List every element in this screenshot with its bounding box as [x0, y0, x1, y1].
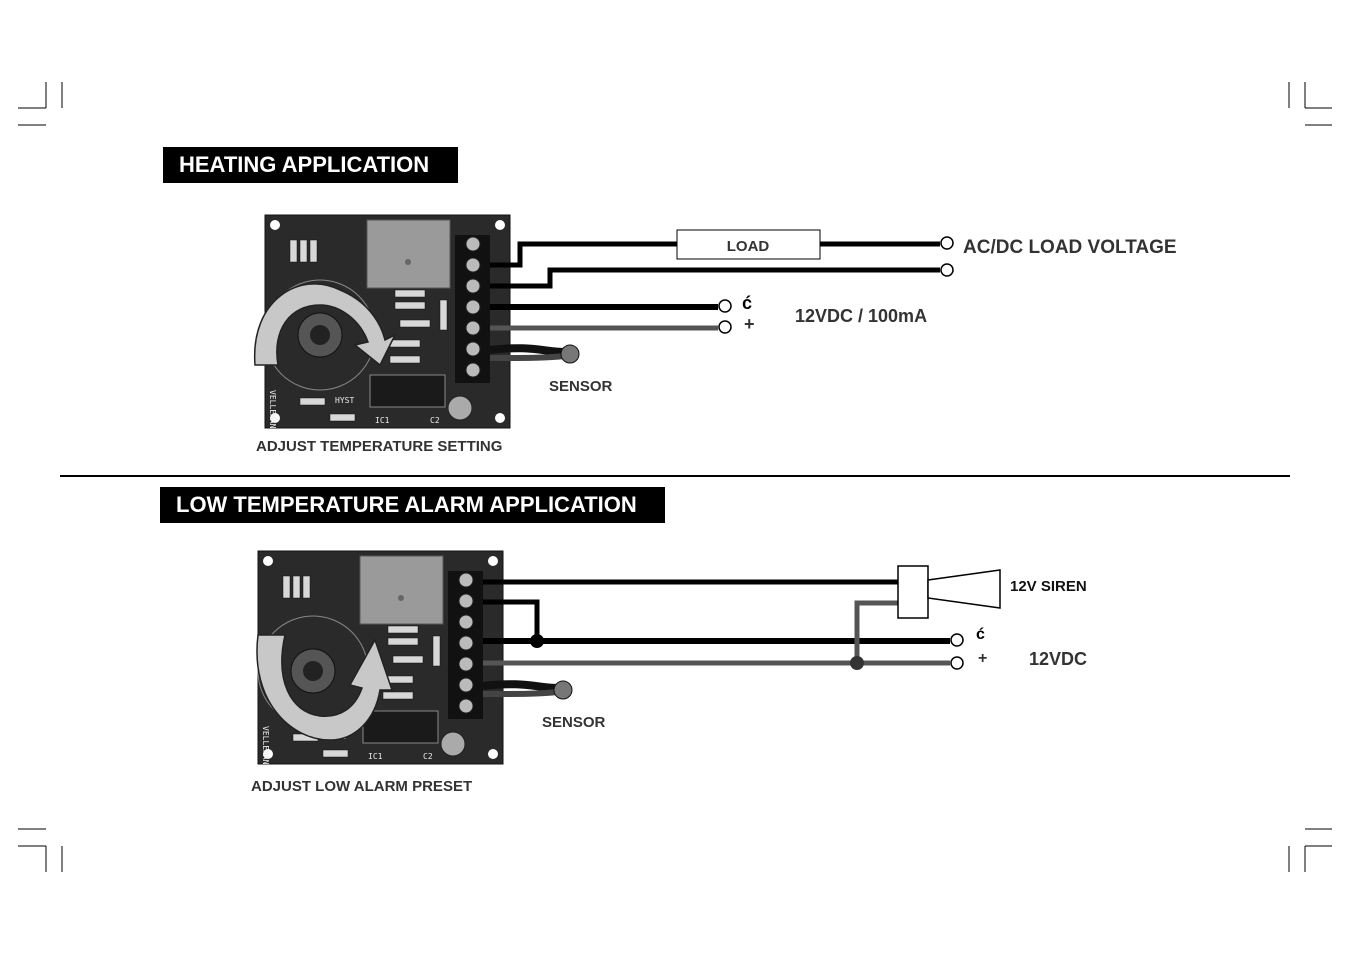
heating-plus-label: +: [744, 314, 755, 334]
capacitor-c2: [447, 395, 473, 421]
heating-minus-label: ć: [742, 293, 753, 313]
heating-supply-label: 12VDC / 100mA: [795, 306, 928, 326]
alarm-title: LOW TEMPERATURE ALARM APPLICATION: [160, 487, 665, 523]
heating-load-voltage-label: AC/DC LOAD VOLTAGE: [963, 237, 1177, 258]
alarm-wires: [483, 579, 950, 666]
alarm-pcb: VELLEMAN IC1 C2 HYST: [256, 550, 504, 765]
siren-icon: [897, 565, 1001, 619]
rotate-clockwise-arrow-icon: [254, 283, 397, 367]
alarm-supply-label: 12VDC: [1029, 649, 1088, 669]
heating-pcb: VELLEMAN IC1 C2 HYST: [254, 214, 511, 429]
relay: [359, 555, 444, 625]
alarm-siren-label: 12V SIREN: [1010, 578, 1087, 595]
heating-wires: [490, 241, 940, 331]
rotate-counterclockwise-arrow-icon: [256, 634, 394, 741]
pcb-brand: VELLEMAN: [261, 726, 270, 765]
ic1: [362, 710, 439, 744]
heating-title: HEATING APPLICATION: [163, 147, 458, 183]
alarm-adjust-label: ADJUST LOW ALARM PRESET: [251, 778, 473, 795]
heating-load-box: [676, 229, 821, 260]
alarm-terminals: [950, 633, 964, 670]
heating-sensor-label: SENSOR: [549, 378, 613, 395]
alarm-sensor: [482, 680, 573, 700]
pcb-c2-label: C2: [423, 752, 433, 761]
ic1: [369, 374, 446, 408]
relay: [366, 219, 451, 289]
heating-terminals: [718, 236, 954, 334]
heating-sensor: [489, 344, 580, 364]
pcb-hyst-label: HYST: [335, 396, 354, 405]
heating-load-label: LOAD: [727, 238, 770, 255]
alarm-minus-label: ć: [976, 626, 985, 643]
pcb-ic1-label: IC1: [375, 416, 390, 425]
pcb-c2-label: C2: [430, 416, 440, 425]
pcb-brand: VELLEMAN: [268, 390, 277, 429]
capacitor-c2: [440, 731, 466, 757]
heating-adjust-label: ADJUST TEMPERATURE SETTING: [256, 438, 503, 455]
alarm-sensor-label: SENSOR: [542, 714, 606, 731]
alarm-junction-black: [530, 634, 544, 648]
alarm-plus-label: +: [978, 650, 988, 667]
alarm-junction-grey: [850, 656, 864, 670]
pcb-ic1-label: IC1: [368, 752, 383, 761]
crop-marks: [18, 82, 1332, 872]
